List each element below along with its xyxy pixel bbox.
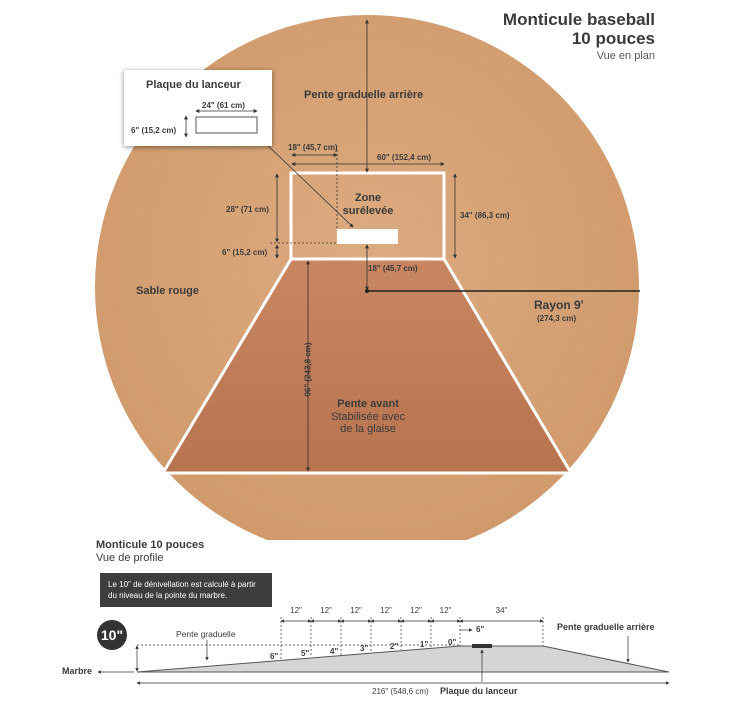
rubber-width-profile-label: 6" [476, 625, 485, 634]
total-length-label: 216" (548,6 cm) [372, 687, 429, 696]
front-slope-line-3: de la glaise [340, 423, 396, 435]
mound-center-dot [365, 289, 369, 293]
mound-profile [136, 645, 670, 673]
raised-zone-label-1: Zone [354, 192, 382, 204]
profile-rubber [472, 644, 492, 648]
dim-18-height: 18" (45,7 cm) [368, 264, 418, 273]
back-slope-label: Pente graduelle arrière [304, 89, 424, 101]
raised-zone-label-2: surélevée [342, 205, 394, 217]
rubber-profile-label: Plaque du lanceur [440, 686, 518, 696]
dim-96-height: 96" (243,8 cm) [303, 342, 313, 397]
radius-label: Rayon 9' [534, 298, 584, 312]
height-label: 6" [270, 652, 279, 661]
height-label: 0" [448, 638, 457, 647]
radius-metric-label: (274,3 cm) [537, 314, 577, 323]
rubber-popup-drawing [184, 109, 258, 138]
dim-18-width: 18" (45,7 cm) [288, 143, 338, 152]
plan-view-drawing [95, 15, 640, 540]
profile-drawing [97, 617, 670, 685]
front-slope-title: Pente avant [337, 398, 399, 410]
height-label: 3" [360, 644, 369, 653]
segment-label: 12" [350, 606, 362, 615]
profile-note: Le 10" de dénivellation est calculé à pa… [100, 573, 272, 607]
height-label: 5" [301, 649, 310, 658]
pitcher-rubber [337, 229, 398, 244]
back-slope-profile-label: Pente graduelle arrière [557, 622, 655, 632]
front-slope-line-2: Stabilisée avec [331, 411, 405, 423]
home-plate-label: Marbre [62, 666, 93, 676]
segment-label: 12" [439, 606, 452, 615]
height-label: 4" [330, 647, 339, 656]
segment-label: 12" [290, 606, 302, 615]
profile-title: Monticule 10 pouces [96, 539, 205, 551]
gradual-slope-label: Pente graduelle [176, 629, 236, 639]
profile-subtitle: Vue de profile [96, 552, 164, 564]
segment-label: 12" [380, 606, 392, 615]
rubber-height-label: 6" (15,2 cm) [131, 126, 177, 135]
dim-6-height: 6" (15,2 cm) [222, 248, 268, 257]
subtitle: Vue en plan [596, 50, 655, 62]
dim-34-height: 34" (86,3 cm) [460, 211, 510, 220]
height-label: 1" [420, 640, 429, 649]
flat-length-label: 34" [495, 606, 508, 615]
height-label: 2" [390, 642, 399, 651]
title-line-1: Monticule baseball [502, 10, 655, 29]
dim-28-height: 28" (71 cm) [226, 205, 269, 214]
height-badge: 10" [97, 620, 127, 650]
segment-label: 12" [410, 606, 422, 615]
red-sand-label: Sable rouge [136, 285, 199, 297]
rubber-width-label: 24" (61 cm) [202, 101, 245, 110]
rubber-popup-title: Plaque du lanceur [146, 79, 241, 91]
title-line-2: 10 pouces [571, 29, 655, 48]
dim-60-width: 60" (152,4 cm) [377, 153, 432, 162]
segment-label: 12" [320, 606, 332, 615]
